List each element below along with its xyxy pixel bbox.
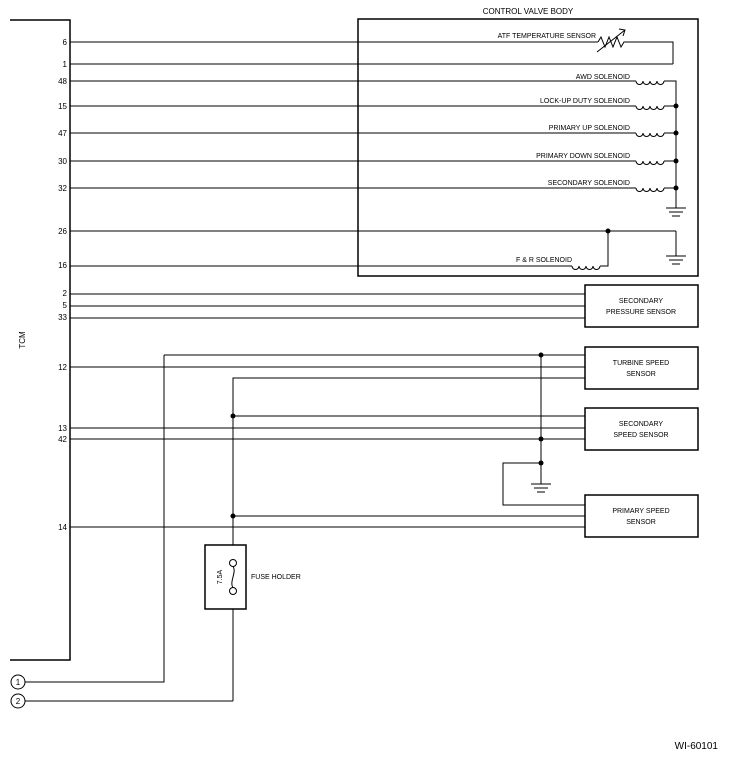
f-and-r-solenoid: F & R SOLENOID	[70, 228, 686, 270]
lock-up-duty-solenoid: LOCK-UP DUTY SOLENOID	[70, 98, 665, 110]
solenoid-common-ground	[664, 80, 686, 217]
pin-6: 6	[63, 38, 68, 47]
figure-id: WI-60101	[675, 741, 719, 752]
lock-up-duty-solenoid-label: LOCK-UP DUTY SOLENOID	[540, 98, 630, 105]
connector-1-label: 1	[16, 678, 21, 687]
f-and-r-solenoid-label: F & R SOLENOID	[516, 257, 572, 264]
pin-42: 42	[58, 435, 67, 444]
primary-down-solenoid: PRIMARY DOWN SOLENOID	[70, 153, 665, 165]
sensor-power-bus	[230, 377, 585, 545]
junction-dot	[673, 103, 679, 109]
junction-dot	[538, 436, 544, 442]
junction-dot	[673, 158, 679, 164]
turbine-speed-sensor-label-line1: TURBINE SPEED	[613, 360, 669, 367]
secondary-pressure-sensor: SECONDARY PRESSURE SENSOR	[70, 284, 699, 328]
pin-47: 47	[58, 129, 67, 138]
fuse-rating-label: 7.5A	[217, 569, 224, 584]
awd-solenoid: AWD SOLENOID	[70, 74, 665, 85]
connector-2: 2	[10, 693, 233, 709]
primary-up-solenoid: PRIMARY UP SOLENOID	[70, 125, 665, 137]
pin-12: 12	[58, 363, 67, 372]
connector-2-label: 2	[16, 697, 21, 706]
sensor-ground-bus	[70, 352, 585, 506]
pin-15: 15	[58, 102, 67, 111]
junction-dot	[230, 513, 236, 519]
pin-5: 5	[63, 301, 68, 310]
fuse-holder: 7.5A FUSE HOLDER	[204, 544, 301, 701]
secondary-pressure-sensor-label-line1: SECONDARY	[619, 298, 664, 305]
primary-speed-sensor-label-line1: PRIMARY SPEED	[612, 508, 669, 515]
junction-dot	[230, 413, 236, 419]
primary-up-solenoid-label: PRIMARY UP SOLENOID	[549, 125, 630, 132]
connector-1: 1	[10, 355, 165, 690]
junction-dot	[538, 352, 544, 358]
primary-speed-sensor-label-line2: SENSOR	[626, 519, 656, 526]
pin-30: 30	[58, 157, 67, 166]
pin-14: 14	[58, 523, 67, 532]
pin-13: 13	[58, 424, 67, 433]
secondary-solenoid-label: SECONDARY SOLENOID	[548, 180, 630, 187]
pin-2: 2	[63, 289, 68, 298]
pin-16: 16	[58, 261, 67, 270]
ground-symbol	[531, 483, 551, 493]
control-valve-body-label: CONTROL VALVE BODY	[483, 7, 574, 16]
junction-dot	[673, 130, 679, 136]
pin-33: 33	[58, 313, 67, 322]
tcm-label: TCM	[18, 331, 27, 349]
fuse-holder-label: FUSE HOLDER	[251, 574, 301, 581]
secondary-speed-sensor-label-line1: SECONDARY	[619, 421, 664, 428]
awd-solenoid-label: AWD SOLENOID	[576, 74, 630, 81]
ground-symbol	[666, 207, 686, 217]
tcm-block: TCM	[10, 19, 71, 661]
secondary-speed-sensor: SECONDARY SPEED SENSOR	[70, 407, 699, 451]
pin-32: 32	[58, 184, 67, 193]
secondary-speed-sensor-label-line2: SPEED SENSOR	[613, 432, 668, 439]
pin-26: 26	[58, 227, 67, 236]
turbine-speed-sensor-label-line2: SENSOR	[626, 371, 656, 378]
junction-dot	[673, 185, 679, 191]
primary-down-solenoid-label: PRIMARY DOWN SOLENOID	[536, 153, 630, 160]
atf-temperature-sensor-label: ATF TEMPERATURE SENSOR	[498, 33, 596, 40]
secondary-pressure-sensor-label-line2: PRESSURE SENSOR	[606, 309, 676, 316]
pin-48: 48	[58, 77, 67, 86]
ground-symbol	[666, 255, 686, 265]
atf-temperature-sensor: ATF TEMPERATURE SENSOR	[70, 28, 674, 65]
tcm-pin-labels: 6 1 48 15 47 30 32 26 16 2 5 33 12 13 42…	[58, 38, 67, 532]
control-valve-body: CONTROL VALVE BODY	[357, 7, 699, 277]
turbine-speed-sensor: TURBINE SPEED SENSOR	[70, 346, 699, 390]
pin-1: 1	[63, 60, 68, 69]
secondary-solenoid: SECONDARY SOLENOID	[70, 180, 665, 192]
